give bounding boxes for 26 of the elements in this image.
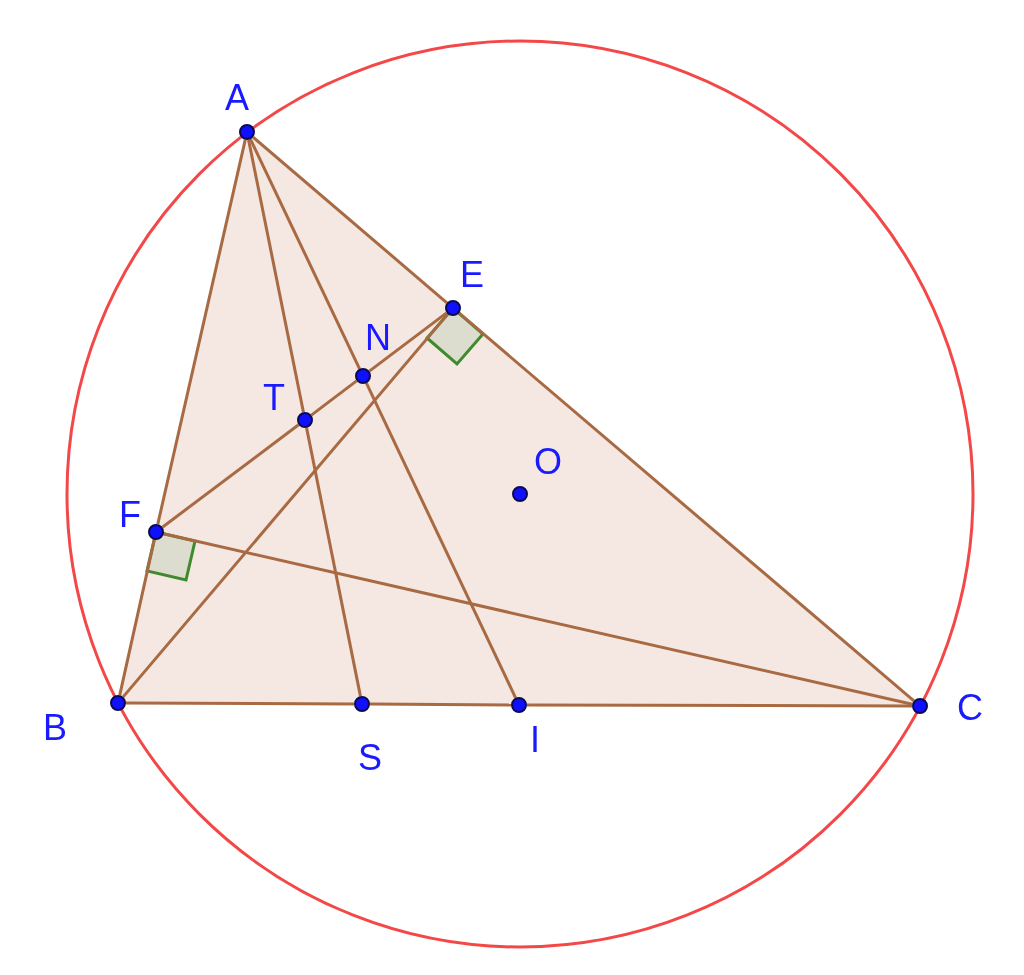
line-segment: [122, 313, 449, 698]
point-label: E: [460, 257, 484, 293]
line-segment: [252, 136, 448, 304]
point-label: A: [225, 80, 249, 116]
line-segment: [156, 139, 247, 525]
point-label: C: [957, 690, 983, 726]
line-segment: [305, 427, 362, 697]
line-segment: [247, 139, 305, 413]
line-segment: [368, 311, 448, 373]
line-segment: [118, 539, 156, 696]
point-label: N: [365, 320, 391, 356]
point-label: S: [358, 740, 382, 776]
line-segment: [163, 532, 913, 706]
line-segment: [161, 423, 300, 529]
line-segment: [249, 138, 361, 370]
line-segment: [365, 382, 517, 699]
point-label: T: [263, 380, 285, 416]
point-label: O: [534, 444, 562, 480]
line-segment: [458, 312, 915, 702]
point-label: B: [43, 710, 67, 746]
line-segment: [310, 379, 358, 417]
line-segment: [370, 702, 511, 707]
line-segment: [126, 701, 354, 706]
point-label: F: [119, 497, 141, 533]
point-label: I: [530, 722, 540, 758]
line-segment: [527, 703, 912, 708]
